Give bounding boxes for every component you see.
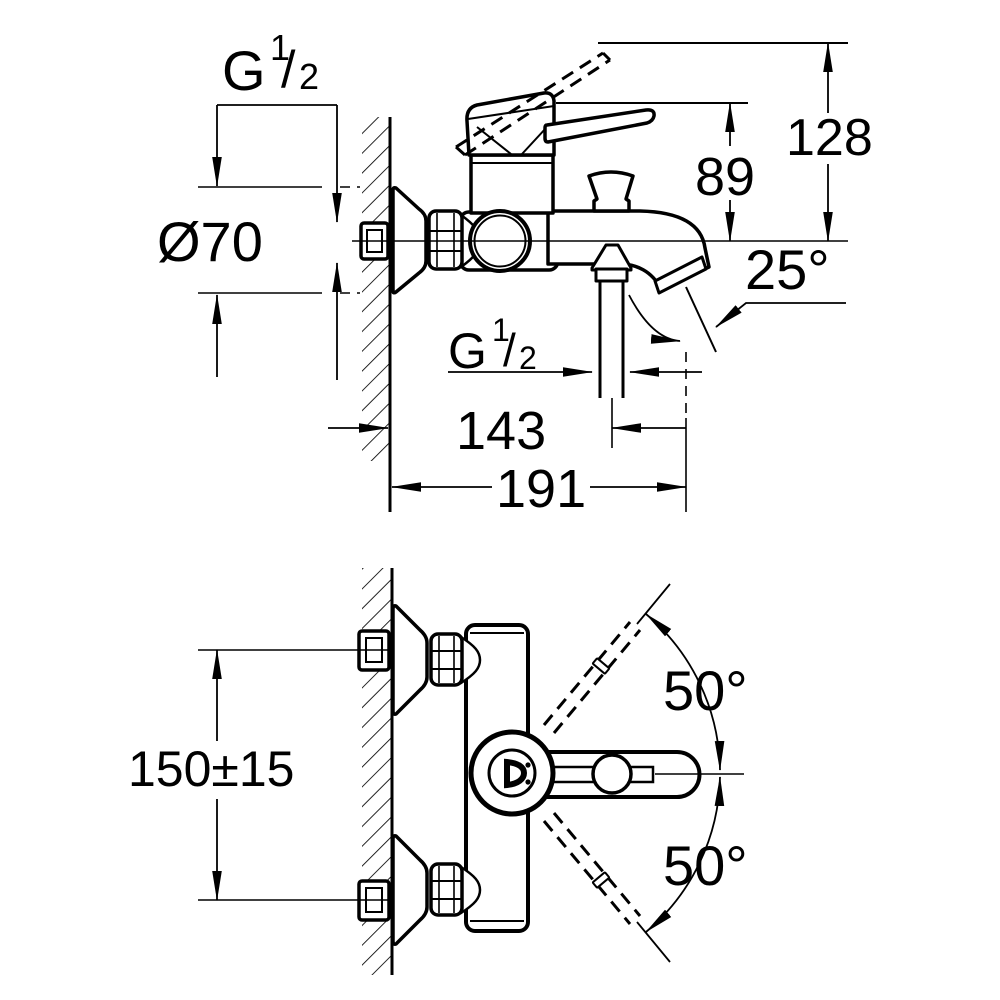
svg-text:/: / — [281, 41, 296, 99]
label-thread-wall: G 1 / 2 — [222, 27, 319, 102]
dim-label-wall-to-spout: 191 — [496, 459, 586, 519]
dimension-wall-thread: G 1 / 2 Ø70 — [157, 27, 360, 380]
dim-label-overall-height: 128 — [786, 109, 873, 167]
lever-button-edge-upper — [592, 657, 610, 675]
dim-label-spout-height: 89 — [695, 147, 755, 207]
svg-text:2: 2 — [519, 340, 537, 376]
svg-text:G: G — [222, 39, 266, 102]
wall-section-side — [362, 117, 392, 512]
escutcheon-upper — [391, 604, 429, 716]
dimension-inlet-spacing: 150±15 — [128, 649, 294, 901]
svg-text:1: 1 — [270, 27, 290, 68]
hex-union-nut — [427, 209, 464, 271]
lever-button — [591, 753, 633, 795]
shower-pipe — [598, 281, 625, 398]
inlet-transition-lower — [459, 865, 482, 915]
mixer-plan-assembly — [198, 583, 744, 963]
svg-text:1: 1 — [492, 312, 510, 348]
lever-swing-positions — [542, 583, 671, 963]
svg-text:G: G — [448, 323, 487, 379]
diverter-knob — [587, 170, 635, 213]
stream-direction-line — [685, 286, 717, 353]
lever-dome — [465, 91, 556, 157]
dimension-projections: 143 191 — [328, 398, 687, 519]
valve-cap-inner — [487, 748, 537, 798]
plan-view: 150±15 50° 50° — [128, 568, 748, 975]
mixer-side-assembly — [352, 51, 848, 398]
hex-union-nut-lower — [429, 862, 464, 917]
label-thread-shower: G 1 / 2 — [448, 312, 537, 379]
dimension-shower-thread: G 1 / 2 — [448, 312, 702, 379]
dim-label-spout-angle: 25° — [745, 238, 830, 301]
inlet-transition-upper — [459, 635, 482, 685]
lever-raised-position — [455, 51, 612, 157]
svg-text:/: / — [503, 324, 516, 376]
wall-hatching — [362, 117, 390, 461]
dim-label-swing-lower: 50° — [663, 834, 748, 897]
lever-handle — [543, 108, 656, 144]
side-view: 89 128 G 1 / 2 Ø70 2 — [157, 27, 873, 519]
dim-label-escutcheon-diameter: Ø70 — [157, 210, 263, 273]
cap-dot-2 — [525, 779, 531, 785]
dim-label-wall-to-shower: 143 — [456, 401, 546, 461]
cap-marking — [504, 758, 528, 789]
escutcheon-lower — [391, 834, 429, 946]
svg-text:2: 2 — [299, 56, 319, 97]
dimension-spout-angle: 25° — [628, 238, 846, 512]
shower-outlet — [590, 243, 633, 398]
inlet-centerlines — [198, 649, 392, 901]
dim-label-swing-upper: 50° — [663, 659, 748, 722]
cap-dot-1 — [525, 762, 531, 768]
aerator — [653, 255, 708, 295]
hex-union-nut-upper — [429, 632, 464, 687]
lever-button-edge-lower — [592, 871, 610, 889]
dim-label-inlet-spacing: 150±15 — [128, 741, 294, 797]
dimension-heights: 89 128 — [556, 42, 873, 242]
dimension-swing-angles: 50° 50° — [645, 613, 748, 933]
